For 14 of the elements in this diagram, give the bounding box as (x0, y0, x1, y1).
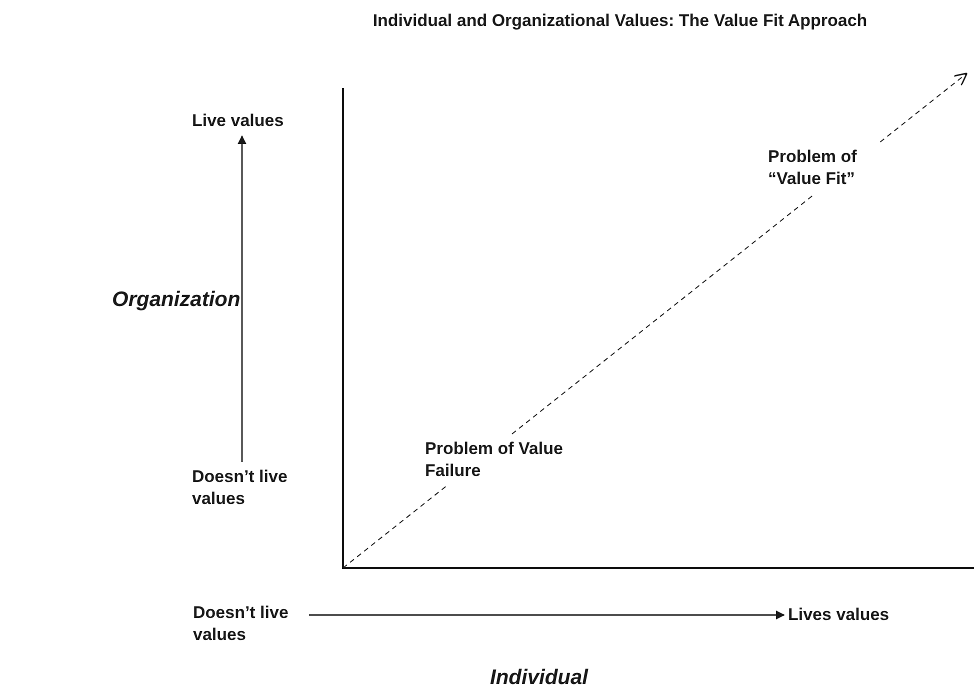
axis-title: Individual (490, 666, 588, 690)
axis-label: Live values (192, 110, 284, 132)
title: Individual and Organizational Values: The Value Fit Approach (372, 10, 868, 32)
arrow (309, 610, 785, 620)
arrow (238, 135, 246, 462)
axis-title: Organization (112, 288, 240, 312)
axis-label: Lives values (788, 604, 890, 626)
dashed-line (512, 194, 815, 434)
axis-label: Doesn’t live values (192, 466, 304, 510)
arrow (880, 72, 968, 142)
axis-label: Doesn’t live values (193, 602, 305, 646)
dashed-line (342, 486, 447, 568)
region-label: Problem of “Value Fit” (768, 146, 896, 190)
region-label: Problem of Value Failure (425, 438, 565, 482)
